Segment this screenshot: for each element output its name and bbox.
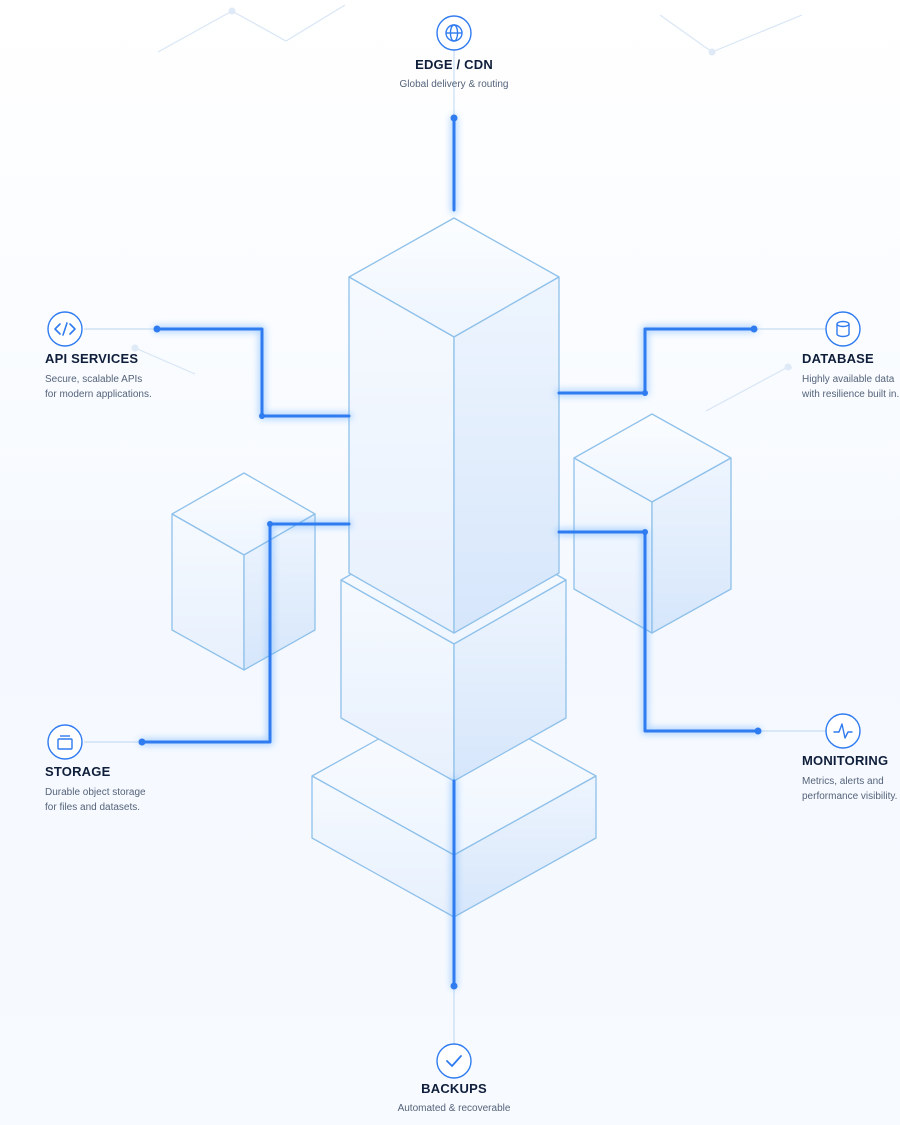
edge-cdn-label: EDGE / CDN Global delivery & routing <box>400 57 509 92</box>
database-title: DATABASE <box>802 351 874 366</box>
database-label: DATABASE Highly available data with resi… <box>802 351 899 402</box>
backups-title: BACKUPS <box>421 1081 487 1096</box>
glowing-connectors <box>138 114 762 990</box>
monitoring-title: MONITORING <box>802 753 889 768</box>
monitoring-label: MONITORING Metrics, alerts and performan… <box>802 753 897 804</box>
left-cube-block <box>171 472 316 671</box>
backups-label: BACKUPS Automated & recoverable <box>398 1081 511 1116</box>
pulse-wave-icon <box>825 713 861 749</box>
code-brackets-icon <box>47 311 83 347</box>
api-services-title: API SERVICES <box>45 351 139 366</box>
database-description: Highly available data with resilience bu… <box>802 374 900 400</box>
edge-cdn-title: EDGE / CDN <box>415 57 493 72</box>
globe-icon <box>436 15 472 51</box>
monitoring-description: Metrics, alerts and performance visibili… <box>802 776 898 802</box>
tower-block <box>348 217 560 634</box>
storage-description: Durable object storage for files and dat… <box>45 787 146 813</box>
edge-cdn-description: Global delivery & routing <box>399 79 509 90</box>
database-cylinder-icon <box>825 311 861 347</box>
right-cube-block <box>573 413 732 634</box>
storage-title: STORAGE <box>45 764 111 779</box>
checkmark-icon <box>436 1043 472 1079</box>
archive-box-icon <box>47 724 83 760</box>
background-decoration <box>131 4 803 412</box>
backups-description: Automated & recoverable <box>397 1103 511 1114</box>
api-services-description: Secure, scalable APIs for modern applica… <box>45 374 152 400</box>
storage-label: STORAGE Durable object storage for files… <box>45 764 146 815</box>
icon-connector-lines <box>84 50 826 1044</box>
api-services-label: API SERVICES Secure, scalable APIs for m… <box>45 351 152 402</box>
